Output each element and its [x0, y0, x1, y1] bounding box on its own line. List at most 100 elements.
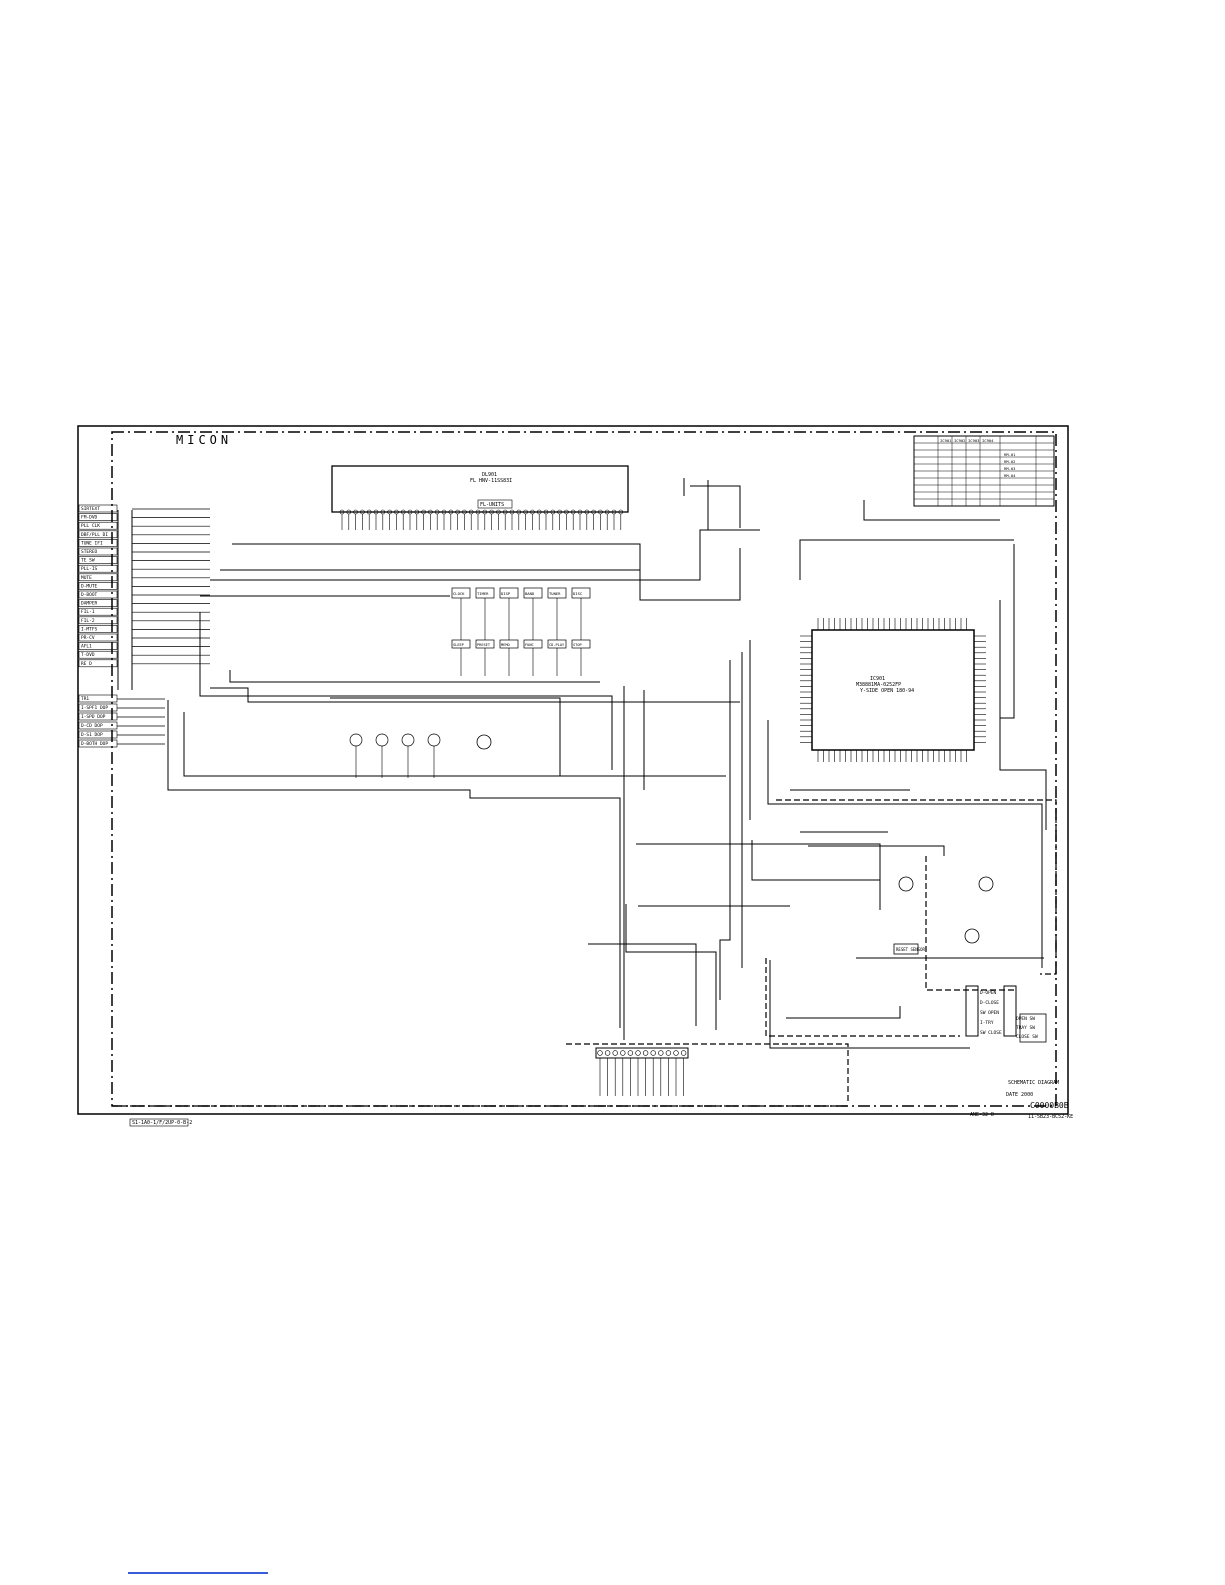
- transistor-symbol: [898, 876, 914, 892]
- switch-block-bottom-label: PRESET: [477, 643, 491, 647]
- display-ref: DL901: [482, 472, 497, 478]
- footer-code: 11-5B23-BC52-KE: [1028, 1114, 1073, 1120]
- switch-block-bottom-label: FUNC: [525, 643, 534, 647]
- mechanism-pin-label: I-TRY: [980, 1020, 994, 1026]
- left-connector-label: PLL-IS: [81, 566, 98, 572]
- bottom-connector-pin: [597, 1050, 603, 1056]
- revision-stamp: C0000B0B: [1030, 1101, 1069, 1110]
- wire-trace: [330, 697, 561, 776]
- left-connector-label: FIL-1: [81, 609, 95, 615]
- left-connector-box: [78, 556, 118, 564]
- sub-board-outline: [776, 799, 1057, 975]
- page-bottom-link: [128, 1572, 268, 1574]
- table-row-label: RM-01: [1004, 452, 1016, 457]
- switch-block-top-label: DISC: [573, 591, 582, 596]
- switch-block-bottom-label: MEMO: [501, 643, 510, 647]
- switch-block-top-label: TUNER: [549, 591, 561, 596]
- bottom-connector-pin: [612, 1050, 618, 1056]
- sub-board-outline: [925, 856, 1016, 991]
- wire-trace: [588, 943, 697, 1026]
- wire-trace: [199, 612, 613, 770]
- wiring-traces: [167, 478, 1047, 1049]
- wire-trace: [636, 843, 881, 910]
- left-connector-box: [78, 582, 118, 590]
- left-connector-box: [78, 530, 118, 539]
- mcu-ref: IC901: [870, 676, 885, 682]
- left-lower-connector-box: [78, 694, 118, 703]
- transistor-symbol: [427, 733, 441, 747]
- left-connector-label: RE D: [81, 661, 92, 667]
- mcu-note: Y-SIDE OPEN 180-94: [860, 688, 914, 694]
- footer-left-label: S1-1A0-1/F/2UP-0-B-2: [132, 1120, 192, 1126]
- transistor-symbol: [375, 733, 389, 747]
- left-lower-connector-box: [78, 721, 118, 730]
- transistor-symbol: [476, 734, 492, 750]
- footer-model: ANE-32 D: [970, 1112, 994, 1118]
- wire-trace: [786, 1006, 901, 1019]
- wire-trace: [799, 539, 1014, 580]
- left-connector-box: [78, 513, 118, 521]
- switch-block-bottom-label: STOP: [573, 643, 582, 647]
- left-lower-connector-label: D-CD DOP: [81, 723, 103, 729]
- wire-trace: [232, 543, 741, 601]
- table-header: IC902: [954, 438, 965, 443]
- wire-trace: [625, 904, 717, 1030]
- wire-trace: [808, 845, 945, 856]
- sub-board-outlines: [112, 799, 1057, 1107]
- left-connector-label: DAMPER: [81, 601, 98, 607]
- left-connector-box: [78, 616, 118, 625]
- wire-trace: [690, 485, 741, 528]
- transistor-symbol: [964, 928, 980, 944]
- left-connector-label: MUTE: [81, 575, 92, 581]
- switch-block-top-label: BAND: [525, 591, 535, 596]
- switch-block-bottom-label: CD-PLAY: [549, 643, 565, 647]
- switch-block-bottom-label: SLEEP: [453, 643, 464, 647]
- mechanism-switch-label: OPEN SW: [1016, 1016, 1035, 1022]
- transistor-symbol: [401, 733, 415, 747]
- wire-trace: [167, 700, 621, 1028]
- bottom-connector-pin: [658, 1050, 664, 1056]
- wire-trace: [719, 660, 731, 1000]
- left-connector-label: DBF/PLL DI: [81, 532, 108, 538]
- switch-block-top-label: TIMER: [477, 591, 489, 596]
- wire-trace: [210, 529, 760, 581]
- table-header: IC904: [982, 438, 994, 443]
- wire-trace: [229, 670, 600, 683]
- mechanism-pin-label: D-OPEN: [980, 990, 997, 996]
- mechanism-switch-label: CLOSE SW: [1016, 1034, 1038, 1040]
- left-connector-box: [78, 642, 118, 650]
- wire-trace: [1000, 544, 1015, 719]
- reset-sensor-block: RESET SENSOR: [893, 943, 925, 955]
- table-row-label: RM-03: [1004, 466, 1015, 471]
- table-row-label: RM-02: [1004, 459, 1015, 464]
- left-connector-label: PLL CLK: [81, 523, 100, 529]
- display-note: FL-UNITS: [480, 502, 504, 508]
- transistor-array: [349, 733, 994, 944]
- sub-board-outline: [765, 958, 960, 1037]
- sub-board-outline: [566, 1043, 849, 1104]
- bottom-connector-pin: [642, 1050, 649, 1056]
- left-lower-connector-box: [78, 712, 118, 721]
- transistor-symbol: [349, 733, 363, 747]
- left-lower-connector-label: TR1: [81, 696, 89, 702]
- bottom-connector-pin: [627, 1050, 634, 1056]
- table-header: IC903: [968, 438, 979, 443]
- sheet-title: MICON: [176, 433, 232, 447]
- left-connector-box: [78, 539, 118, 547]
- left-connector-label: T-DVD: [81, 652, 95, 658]
- bottom-connector-strip: [595, 1047, 689, 1096]
- bottom-connector-pin: [650, 1050, 656, 1056]
- left-connector-label: FM-DVD: [81, 515, 98, 521]
- switch-block-top-label: DISP: [501, 591, 511, 596]
- left-connector-label: STEREO: [81, 549, 98, 555]
- reset-sensor-label: RESET SENSOR: [896, 947, 925, 952]
- left-connector-box: [78, 521, 118, 530]
- left-connector-box: [78, 547, 118, 556]
- left-connector-label: AFL1: [81, 644, 92, 650]
- left-connector-box: [78, 650, 118, 659]
- mcu-part: M38881MA-0252FP: [856, 682, 901, 688]
